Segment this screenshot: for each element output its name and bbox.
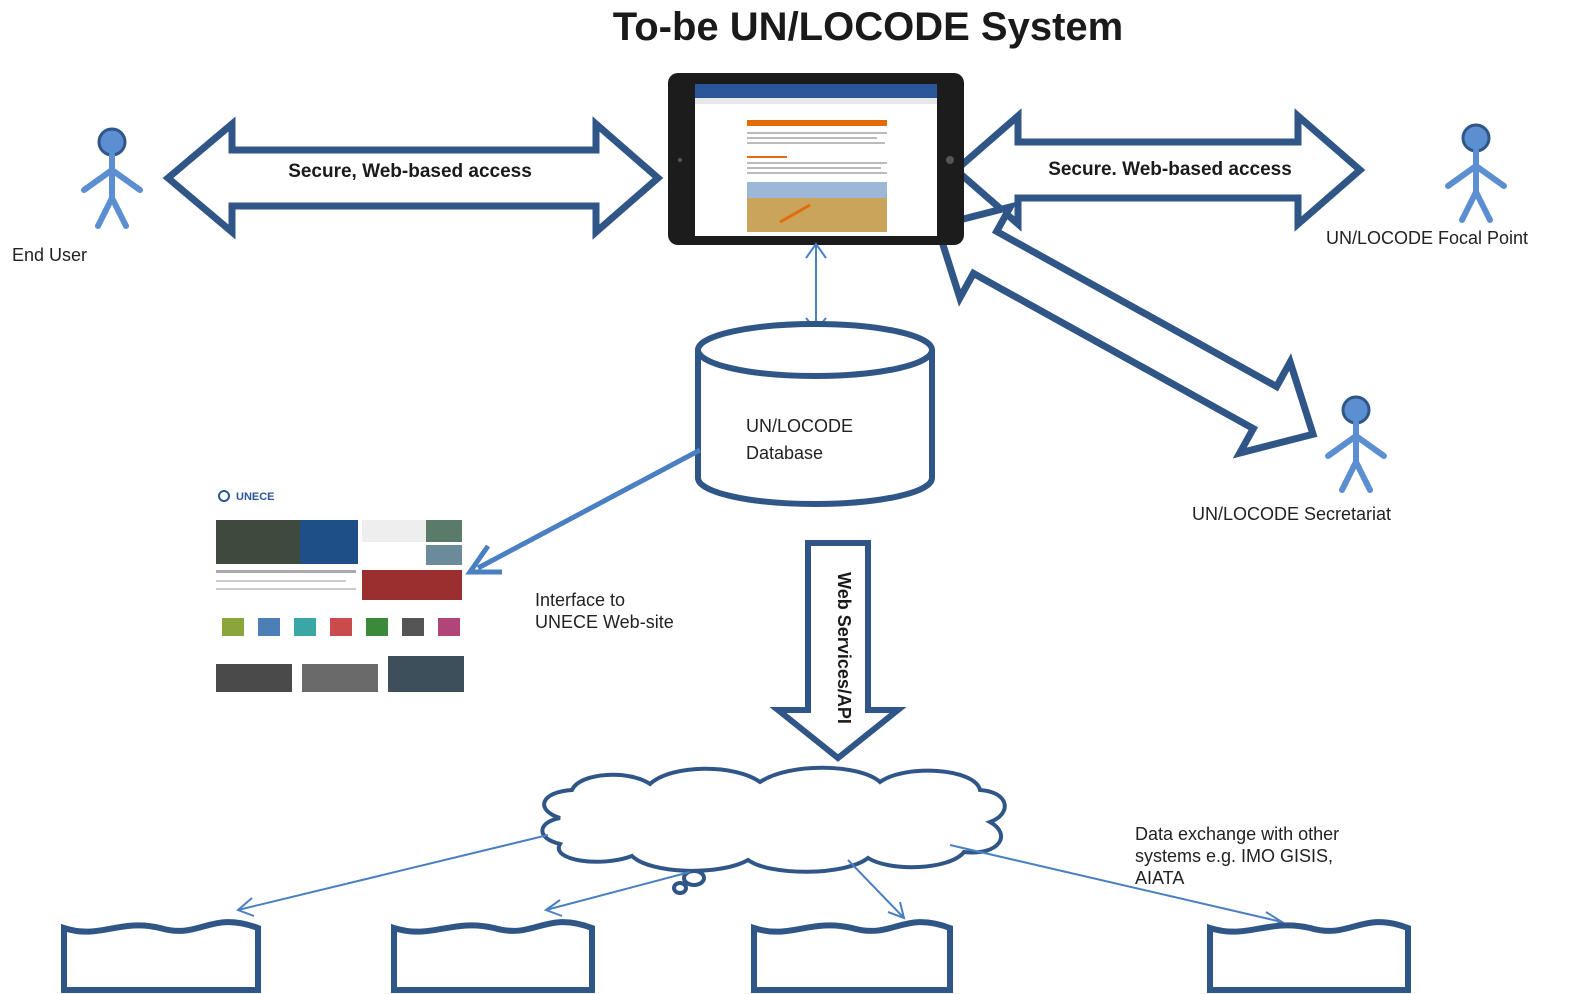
secretariat-access-arrow [932,201,1318,459]
unece-logo-text: UNECE [236,491,275,503]
exchange-note-line1: Data exchange with other [1135,824,1339,844]
diagram-title: To-be UN/LOCODE System [613,5,1123,49]
end-user-actor-icon [81,127,143,229]
cloud-system-links [236,834,1285,929]
database-label-line2: Database [746,443,823,463]
external-system-1 [61,919,261,993]
secretariat-label: UN/LOCODE Secretariat [1192,504,1391,524]
left-access-label: Secure, Web-based access [288,161,532,182]
external-system-3 [751,919,953,993]
website-caption-line1: Interface to [535,590,625,610]
exchange-note-line3: AIATA [1135,868,1184,888]
database-website-link [465,447,702,575]
focal-point-label: UN/LOCODE Focal Point [1326,228,1528,248]
tablet-device [668,73,964,245]
end-user-label: End User [12,245,87,265]
website-caption-line2: UNECE Web-site [535,612,674,632]
tablet-database-link [805,242,827,332]
web-services-label: Web Services/API [834,572,854,724]
unece-website-thumbnail: UNECE [214,486,464,692]
external-system-4 [1207,919,1411,993]
web-services-arrow [769,540,907,762]
network-cloud [540,765,1007,895]
focal-point-actor-icon [1445,123,1507,223]
un-emblem-icon [218,490,230,502]
left-access-arrow [162,116,664,240]
database-cylinder [695,321,935,507]
exchange-note-line2: systems e.g. IMO GISIS, [1135,846,1333,866]
external-system-2 [391,919,595,993]
right-access-label: Secure. Web-based access [1048,159,1292,180]
database-label-line1: UN/LOCODE [746,416,853,436]
right-access-arrow [950,108,1366,232]
secretariat-actor-icon [1325,395,1387,493]
